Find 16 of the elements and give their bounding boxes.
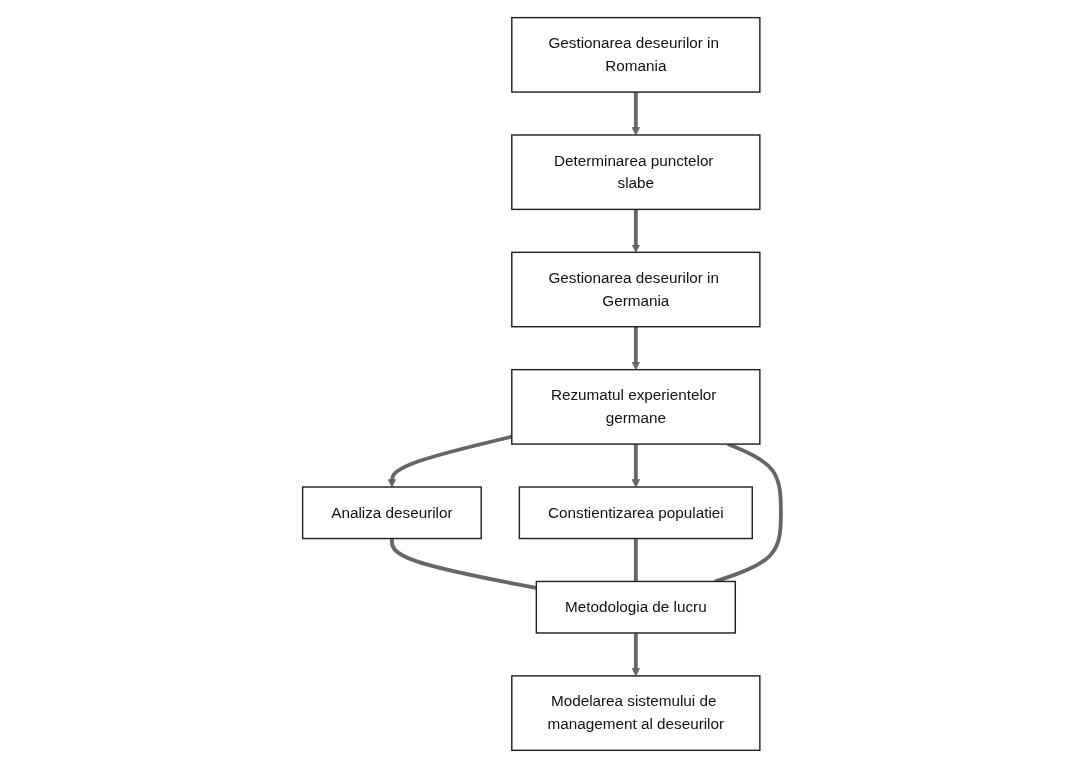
arrow: [387, 434, 512, 488]
node-box: Rezumatul experientelor germane: [510, 368, 761, 445]
arrow: [631, 326, 640, 371]
connector: [633, 538, 638, 582]
arrow: [631, 444, 640, 488]
node-box: Constientizarea populatiei: [518, 486, 753, 540]
arrow: [631, 92, 640, 136]
node-box: Analiza deseurilor: [301, 486, 482, 540]
node-box: Determinarea punctelor slabe: [510, 134, 761, 211]
node-box: Modelarea sistemului de management al deseurilor: [510, 675, 761, 752]
connector: [389, 538, 537, 590]
arrow: [631, 633, 640, 677]
node-box: Metodologia de lucru: [535, 580, 736, 634]
arrow: [631, 209, 640, 253]
node-box: Gestionarea deseurilor in Germania: [510, 251, 761, 328]
node-box: Gestionarea deseurilor in Romania: [510, 16, 761, 93]
